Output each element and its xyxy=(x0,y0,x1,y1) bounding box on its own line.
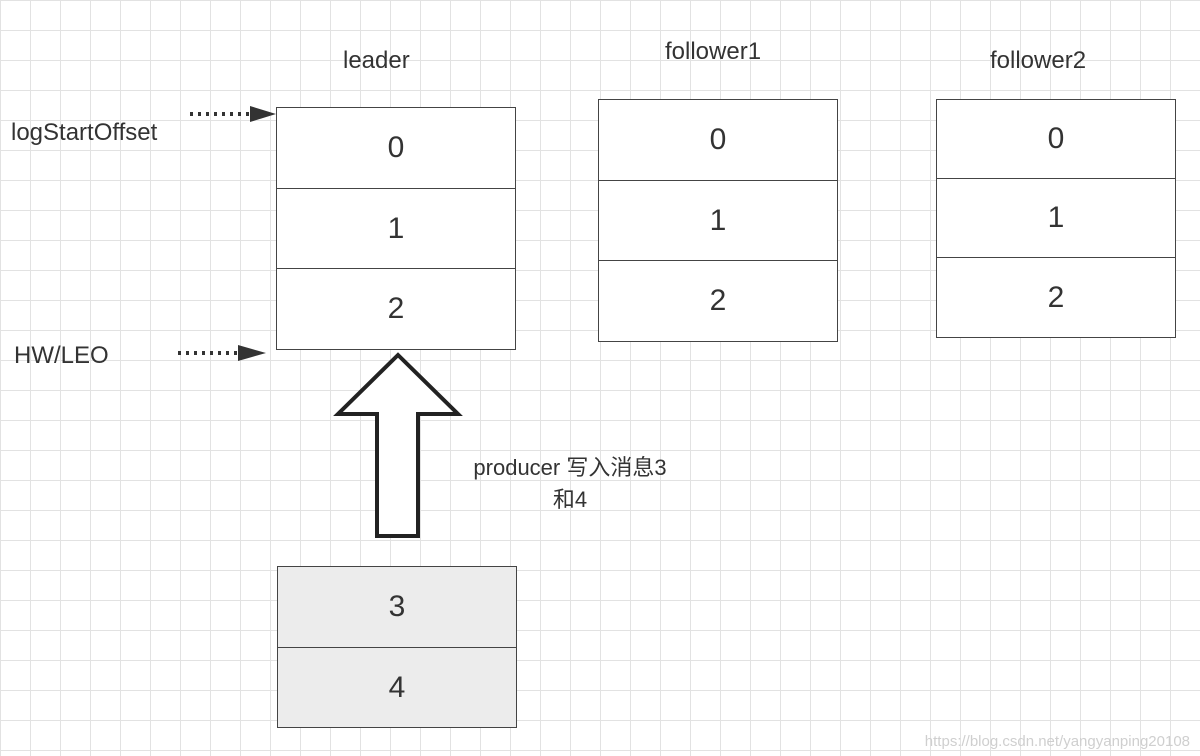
pending-cell-3: 3 xyxy=(278,567,516,647)
log-start-offset-label: logStartOffset xyxy=(11,119,158,146)
follower2-cell-2: 2 xyxy=(937,257,1175,337)
leader-log-stack: 0 1 2 xyxy=(276,107,516,350)
hw-leo-arrow xyxy=(178,345,266,361)
follower1-cell-0: 0 xyxy=(709,123,727,156)
produce-up-arrow xyxy=(333,352,463,538)
follower1-cell-1: 1 xyxy=(599,180,837,260)
producer-note-line1: producer 写入消息3 xyxy=(473,455,667,480)
follower1-cell-2: 2 xyxy=(599,260,837,341)
pending-cell-4: 4 xyxy=(278,647,516,727)
follower2-log-stack: 0 1 2 xyxy=(936,99,1176,338)
pending-messages-stack: 3 4 xyxy=(277,566,517,728)
follower2-title: follower2 xyxy=(990,47,1087,74)
leader-cell-2: 2 xyxy=(277,268,515,349)
leader-cell-0: 0 xyxy=(387,131,405,164)
leader-cell-1: 1 xyxy=(277,188,515,268)
producer-write-note: producer 写入消息3 和4 xyxy=(450,452,690,516)
follower2-cell-1: 1 xyxy=(937,178,1175,257)
leader-title: leader xyxy=(343,47,410,74)
hw-leo-label: HW/LEO xyxy=(14,342,109,369)
follower2-cell-0: 0 xyxy=(1047,122,1065,155)
producer-note-line2: 和4 xyxy=(552,487,588,512)
follower1-title: follower1 xyxy=(665,38,762,65)
log-start-offset-arrow xyxy=(190,106,276,122)
watermark-text: https://blog.csdn.net/yangyanping20108 xyxy=(924,733,1190,750)
follower1-log-stack: 0 1 2 xyxy=(598,99,838,342)
